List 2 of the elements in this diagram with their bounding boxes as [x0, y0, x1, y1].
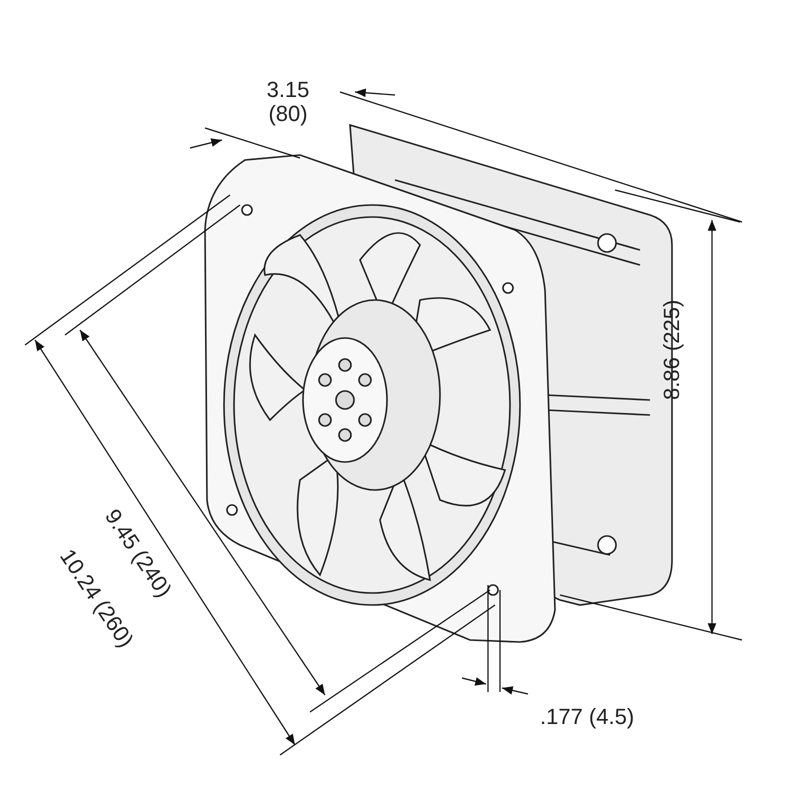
dimension-label: 3.15 (80)	[266, 78, 310, 126]
dimension-label: .177 (4.5)	[540, 705, 634, 730]
